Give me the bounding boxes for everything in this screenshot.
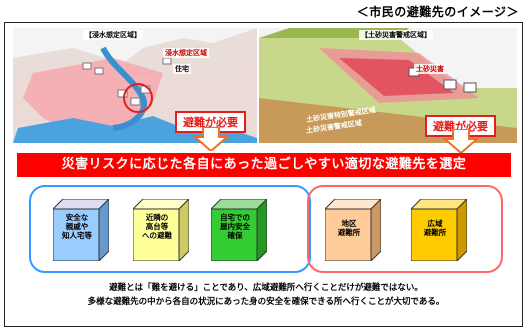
shelter-options-group — [307, 185, 503, 273]
option-cube-nearby-high-ground: 近隣の 高台等 への避難 — [133, 199, 189, 261]
landslide-zone-title: 【土砂災害警戒区域】 — [359, 30, 433, 40]
option-label: 広域 避難所 — [423, 219, 447, 237]
option-cube-indoor-safety: 自宅での 屋内安全 確保 — [211, 199, 267, 261]
page-caption: ＜市民の避難先のイメージ＞ — [356, 5, 519, 19]
option-label: 安全な 親戚や 知人宅等 — [62, 213, 92, 240]
option-cube-wide-area-shelter: 広域 避難所 — [411, 199, 467, 261]
evacuation-needed-badge-right: 避難が必要 — [425, 115, 496, 137]
option-cube-relatives-home: 安全な 親戚や 知人宅等 — [53, 199, 109, 261]
option-label: 自宅での 屋内安全 確保 — [220, 213, 250, 240]
diagram-frame: 【浸水想定区域】 浸水想定区域 住宅 【土砂災害警戒区域】 土砂災害 土砂災害特… — [4, 22, 523, 327]
flood-area-label: 浸水想定区域 — [163, 48, 209, 58]
option-label: 地区 避難所 — [337, 219, 361, 237]
housing-label: 住宅 — [173, 64, 191, 74]
option-label: 近隣の 高台等 への避難 — [142, 213, 172, 240]
note-line-2: 多様な避難先の中から各自の状況にあった身の安全を確保できる所へ行くことが大切であ… — [87, 297, 445, 307]
flood-zone-title: 【浸水想定区域】 — [83, 30, 143, 40]
option-cube-district-shelter: 地区 避難所 — [325, 199, 381, 261]
down-arrow-icon — [443, 129, 479, 153]
down-arrow-icon — [193, 127, 229, 151]
selection-banner: 災害リスクに応じた各自にあった過ごしやすい適切な避難先を選定 — [17, 153, 511, 177]
flood-zone-illustration: 【浸水想定区域】 浸水想定区域 住宅 — [13, 28, 257, 143]
landslide-top-label: 土砂災害 — [414, 64, 446, 74]
evacuation-needed-badge-left: 避難が必要 — [175, 111, 246, 133]
note-line-1: 避難とは「難を避ける」ことであり、広域避難所へ行くことだけが避難ではない。 — [109, 283, 423, 293]
personal-options-group — [29, 185, 311, 273]
